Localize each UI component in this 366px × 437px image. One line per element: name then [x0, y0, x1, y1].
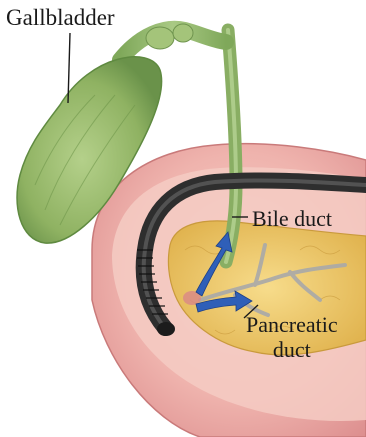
pancreatic-duct-label-line2: duct: [246, 337, 338, 362]
bile-duct-label: Bile duct: [252, 208, 332, 230]
gallbladder-label: Gallbladder: [6, 6, 115, 29]
pancreatic-duct-label-line1: Pancreatic: [246, 312, 338, 337]
pancreatic-duct-label: Pancreatic duct: [246, 312, 338, 363]
